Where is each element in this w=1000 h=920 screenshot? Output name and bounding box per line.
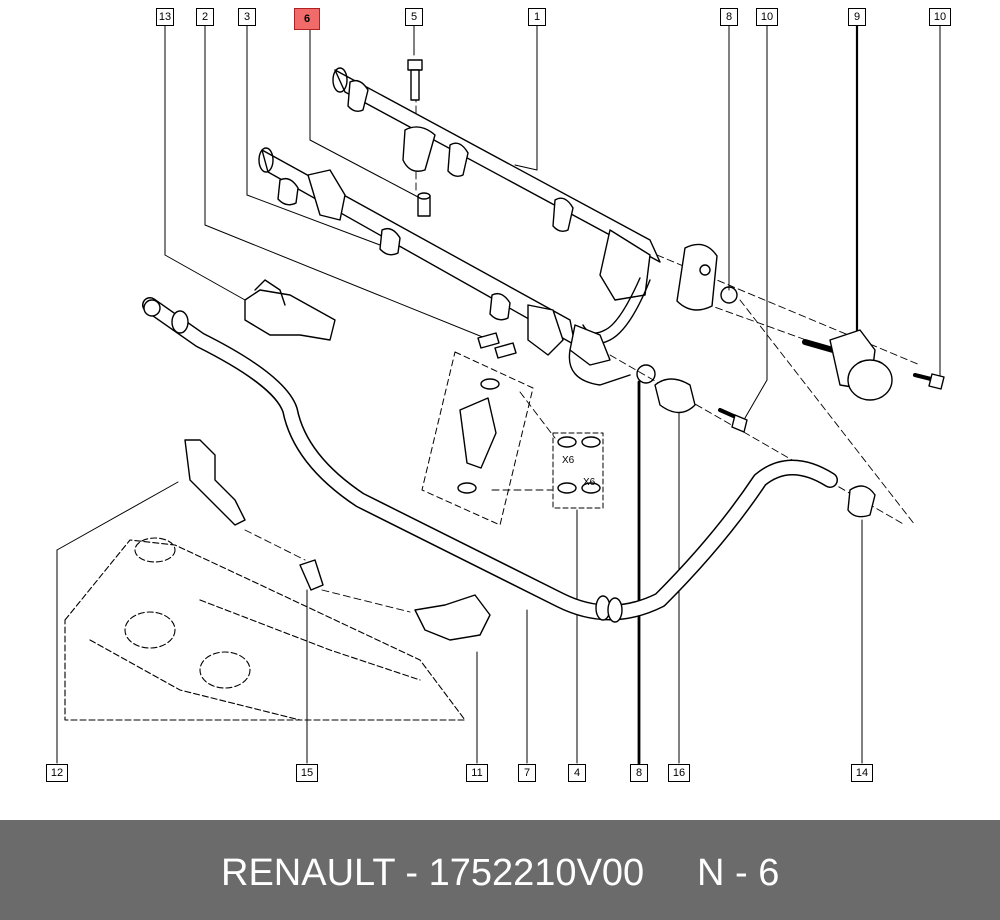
bolt-10-lower bbox=[718, 408, 748, 433]
callout-1: 1 bbox=[528, 8, 546, 26]
callout-7: 7 bbox=[518, 764, 536, 782]
callout-6: 6 bbox=[294, 8, 320, 30]
quantity-label-upper: X6 bbox=[562, 455, 575, 466]
callout-14: 14 bbox=[851, 764, 873, 782]
callout-11: 11 bbox=[466, 764, 488, 782]
bracket-11 bbox=[414, 594, 491, 641]
clip-14 bbox=[847, 485, 876, 518]
quantity-label-lower: X6 bbox=[583, 477, 596, 488]
callout-13: 13 bbox=[156, 8, 174, 26]
pressure-regulator-9 bbox=[802, 329, 893, 401]
callout-9: 9 bbox=[848, 8, 866, 26]
bracket-12 bbox=[184, 439, 246, 526]
o-ring-8-lower bbox=[636, 364, 656, 384]
parts-diagram bbox=[56, 24, 945, 765]
engine-cover bbox=[64, 537, 466, 721]
fuel-rail-lower bbox=[258, 147, 631, 386]
callout-8-top: 8 bbox=[720, 8, 738, 26]
injector-group bbox=[421, 332, 604, 526]
bolt-10-upper bbox=[913, 373, 945, 390]
callout-15: 15 bbox=[296, 764, 318, 782]
callout-4: 4 bbox=[568, 764, 586, 782]
fuel-rail-upper bbox=[332, 67, 718, 345]
page-label: N - 6 bbox=[697, 852, 780, 894]
callout-2: 2 bbox=[196, 8, 214, 26]
screw-5 bbox=[407, 59, 423, 101]
o-ring-8-upper bbox=[720, 286, 738, 304]
leader-lines bbox=[56, 24, 941, 765]
plate-16 bbox=[654, 378, 696, 414]
footer-bar bbox=[0, 820, 1000, 920]
callout-8-bottom: 8 bbox=[630, 764, 648, 782]
clip-15 bbox=[299, 559, 324, 591]
spacer-6 bbox=[417, 192, 431, 217]
callout-5: 5 bbox=[405, 8, 423, 26]
fuel-pipe-7 bbox=[142, 297, 838, 623]
bracket-13 bbox=[244, 279, 336, 341]
callout-10-right: 10 bbox=[929, 8, 951, 26]
callout-10-top: 10 bbox=[756, 8, 778, 26]
callout-12: 12 bbox=[46, 764, 68, 782]
part-number-title: RENAULT - 1752210V00 bbox=[221, 852, 645, 894]
callout-16: 16 bbox=[668, 764, 690, 782]
callout-3: 3 bbox=[238, 8, 256, 26]
